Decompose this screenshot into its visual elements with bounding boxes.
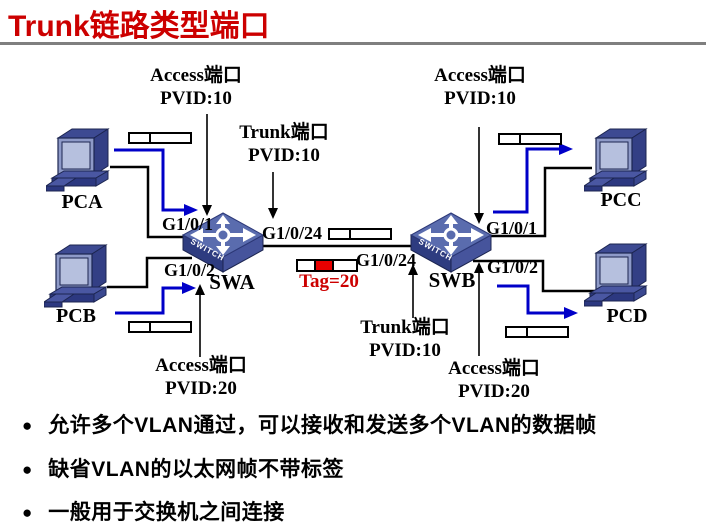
pc-icon	[46, 128, 110, 192]
tagged-frame-icon	[296, 259, 358, 272]
flow-arrowhead	[559, 143, 573, 155]
title-divider	[0, 42, 706, 45]
port-swb-g1-0-24: G1/0/24	[356, 250, 417, 270]
label-trunk-top: Trunk端口 PVID:10	[239, 122, 329, 166]
tag-label: Tag=20	[299, 271, 359, 292]
bullet-text: 缺省VLAN的以太网帧不带标签	[48, 458, 344, 481]
label-access-bottom-right: Access端口 PVID:20	[448, 358, 540, 402]
untagged-frame-icon	[328, 228, 392, 240]
bullet-item: ● 允许多个VLAN通过，可以接收和发送多个VLAN的数据帧	[14, 412, 704, 440]
port-swb-g1-0-2: G1/0/2	[487, 257, 539, 277]
device-label-swb: SWB	[428, 268, 476, 292]
label-access-top-left: Access端口 PVID:10	[150, 65, 242, 109]
pointer-arrowhead	[202, 205, 212, 216]
flow-pca-to-swa	[114, 148, 184, 212]
port-swa-g1-0-24: G1/0/24	[262, 223, 323, 243]
link-pca-swa	[110, 165, 192, 239]
link-pcc-swb	[486, 166, 592, 238]
port-swa-g1-0-2: G1/0/2	[164, 260, 216, 280]
untagged-frame-icon	[505, 326, 569, 338]
flow-swb-to-pcd	[497, 284, 564, 315]
pc-icon	[44, 244, 108, 308]
flow-swb-to-pcc	[493, 147, 559, 214]
device-label-swa: SWA	[209, 270, 255, 294]
port-swa-g1-0-1: G1/0/1	[162, 214, 214, 234]
flow-pcb-to-swa	[115, 286, 182, 315]
link-pcb-swa	[107, 256, 192, 289]
bullet-marker: ●	[22, 416, 33, 435]
flow-arrowhead	[182, 282, 196, 294]
pointer-arrowhead	[408, 264, 418, 275]
untagged-frame-icon	[498, 133, 562, 145]
flow-arrows	[114, 147, 564, 315]
switch-icon: SWITCH	[182, 212, 264, 273]
bullet-item: ● 缺省VLAN的以太网帧不带标签	[14, 456, 704, 484]
port-swb-g1-0-1: G1/0/1	[486, 218, 538, 238]
label-access-bottom-left: Access端口 PVID:20	[155, 355, 247, 399]
pointer-arrowhead	[195, 284, 205, 295]
label-access-top-right: Access端口 PVID:10	[434, 65, 526, 109]
device-label-pcd: PCD	[606, 305, 648, 327]
bullet-text: 允许多个VLAN通过，可以接收和发送多个VLAN的数据帧	[48, 414, 597, 437]
flow-arrowhead	[564, 307, 578, 319]
untagged-frame-icon	[128, 321, 192, 333]
pointer-arrowhead	[474, 213, 484, 224]
bullet-item: ● 一般用于交换机之间连接	[14, 499, 704, 526]
switch-icon: SWITCH	[410, 212, 492, 273]
pointer-arrowhead	[268, 208, 278, 219]
pointer-arrowhead	[474, 262, 484, 273]
label-trunk-bottom: Trunk端口 PVID:10	[360, 317, 450, 361]
page-title: Trunk链路类型端口	[8, 10, 270, 43]
link-pcd-swb	[473, 259, 595, 293]
bullet-marker: ●	[22, 503, 33, 522]
pc-icon	[584, 243, 648, 307]
flow-arrowhead	[184, 204, 198, 216]
untagged-frame-icon	[128, 132, 192, 144]
bullet-text: 一般用于交换机之间连接	[48, 501, 285, 524]
device-label-pcb: PCB	[56, 305, 96, 327]
device-label-pcc: PCC	[600, 189, 642, 211]
bullet-marker: ●	[22, 460, 33, 479]
pc-icon	[584, 128, 648, 192]
device-label-pca: PCA	[61, 191, 103, 213]
